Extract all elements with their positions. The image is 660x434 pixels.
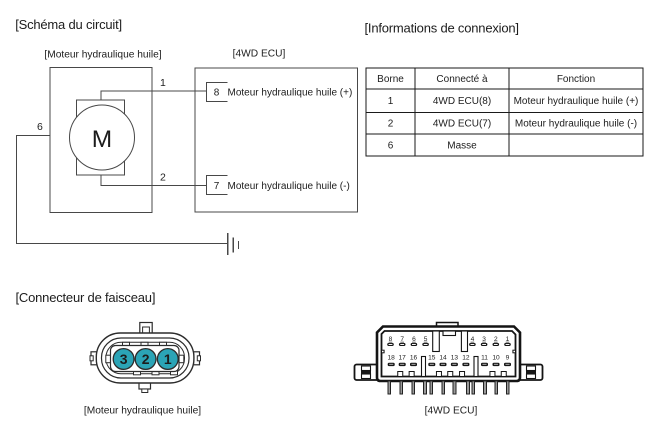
svg-text:Borne: Borne [377, 74, 404, 85]
svg-text:Moteur hydraulique huile (+): Moteur hydraulique huile (+) [514, 96, 639, 107]
svg-text:16: 16 [410, 355, 418, 362]
svg-text:[Connecteur de faisceau]: [Connecteur de faisceau] [16, 290, 156, 305]
svg-text:Moteur hydraulique huile (-): Moteur hydraulique huile (-) [515, 118, 637, 129]
svg-text:[4WD ECU]: [4WD ECU] [425, 406, 478, 417]
svg-text:1: 1 [388, 96, 394, 107]
svg-text:11: 11 [481, 355, 488, 362]
svg-text:2: 2 [494, 336, 498, 343]
svg-text:15: 15 [428, 355, 436, 362]
svg-text:10: 10 [492, 355, 500, 362]
svg-text:3: 3 [482, 336, 486, 343]
svg-text:3: 3 [120, 351, 128, 367]
svg-text:4WD ECU(7): 4WD ECU(7) [433, 118, 491, 129]
svg-text:2: 2 [142, 351, 150, 367]
svg-text:6: 6 [37, 121, 43, 133]
svg-text:6: 6 [388, 141, 394, 152]
svg-text:Masse: Masse [447, 141, 477, 152]
svg-text:7: 7 [214, 181, 220, 192]
svg-text:13: 13 [451, 355, 459, 362]
svg-text:1: 1 [160, 77, 166, 89]
svg-text:12: 12 [462, 355, 470, 362]
svg-text:6: 6 [412, 336, 416, 343]
svg-text:8: 8 [389, 336, 393, 343]
svg-text:17: 17 [399, 355, 407, 362]
svg-text:4: 4 [471, 336, 475, 343]
svg-text:[4WD ECU]: [4WD ECU] [233, 48, 286, 59]
svg-text:14: 14 [439, 355, 447, 362]
svg-text:2: 2 [160, 171, 166, 183]
svg-text:8: 8 [214, 88, 220, 99]
svg-text:[Moteur hydraulique huile]: [Moteur hydraulique huile] [44, 50, 161, 61]
svg-text:[Moteur hydraulique huile]: [Moteur hydraulique huile] [84, 406, 201, 417]
svg-text:M: M [92, 126, 112, 153]
svg-text:1: 1 [506, 336, 510, 343]
svg-text:1: 1 [164, 351, 172, 367]
svg-text:[Informations de connexion]: [Informations de connexion] [365, 20, 519, 35]
svg-text:4WD ECU(8): 4WD ECU(8) [433, 96, 491, 107]
svg-text:2: 2 [388, 118, 394, 129]
svg-text:Connecté à: Connecté à [436, 74, 488, 85]
svg-text:18: 18 [388, 355, 396, 362]
svg-text:[Schéma du circuit]: [Schéma du circuit] [15, 17, 122, 32]
svg-text:Moteur hydraulique huile (+): Moteur hydraulique huile (+) [228, 88, 353, 99]
svg-text:Fonction: Fonction [557, 74, 595, 85]
svg-text:9: 9 [506, 355, 510, 362]
svg-text:5: 5 [424, 336, 428, 343]
svg-text:7: 7 [400, 336, 404, 343]
svg-text:Moteur hydraulique huile (-): Moteur hydraulique huile (-) [228, 181, 350, 192]
